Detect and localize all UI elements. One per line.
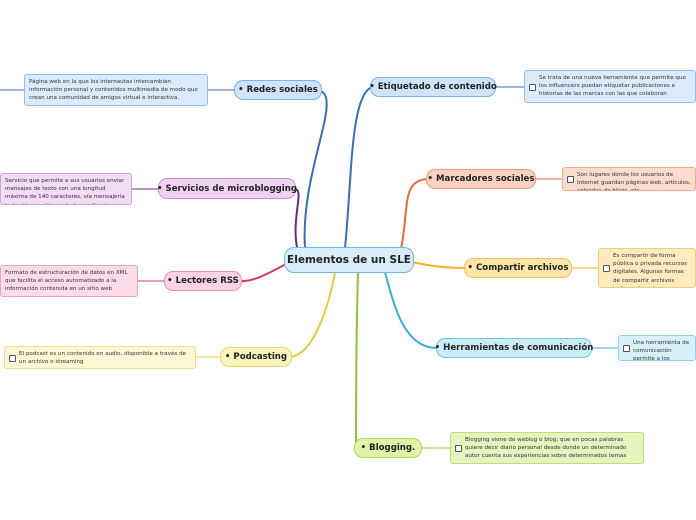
note-compartir-archivos: Es compartir de forma pública o privada … [598, 248, 696, 288]
connector-herramientas [384, 271, 437, 349]
branch-label: • Compartir archivos [467, 263, 569, 273]
note-servicios-microblogging: Servicio que permite a sus usuarios envi… [0, 173, 132, 205]
branch-label: • Redes sociales [238, 85, 318, 95]
branch-compartir-archivos[interactable]: • Compartir archivos [464, 258, 572, 278]
note-text: El podcast es un contenido en audio, dis… [19, 351, 187, 366]
connector-podcasting [289, 271, 336, 358]
note-lectores-rss: Formato de estructuración de datos en XM… [0, 265, 138, 297]
note-herramientas-comunicacion: Una herramienta de comunicación permite … [618, 335, 696, 361]
branch-label: • Servicios de microblogging [157, 183, 297, 194]
note-redes-sociales: Página web en la que los internautas int… [24, 74, 208, 106]
connector-redes-sociales [303, 89, 328, 249]
connector-marcadores [399, 178, 429, 255]
checkbox-icon[interactable] [623, 345, 630, 352]
connector-microblogging [294, 188, 300, 253]
note-text: Una herramienta de comunicación permite … [633, 340, 690, 361]
branch-herramientas-comunicacion[interactable]: • Herramientas de comunicación [434, 338, 594, 358]
branch-label: • Etiquetado de contenido [369, 82, 497, 92]
checkbox-icon[interactable] [455, 445, 462, 452]
branch-label: • Marcadores sociales [427, 174, 535, 184]
checkbox-icon[interactable] [9, 354, 16, 362]
note-text: Se trata de una nueva herramienta que pe… [539, 75, 686, 98]
checkbox-icon[interactable] [529, 83, 536, 91]
branch-blogging[interactable]: • Blogging. [354, 438, 422, 458]
note-etiquetado-contenido: Se trata de una nueva herramienta que pe… [524, 70, 696, 103]
note-podcasting: El podcast es un contenido en audio, dis… [4, 346, 196, 369]
branch-label: • Podcasting [224, 352, 288, 362]
connector-lectores-rss [239, 261, 291, 283]
note-marcadores-sociales: Son lugares donde los usuarios de Intern… [562, 167, 696, 191]
central-topic[interactable]: Elementos de un SLE [284, 247, 414, 273]
branch-label: • Herramientas de comunicación [434, 343, 594, 353]
branch-label: • Lectores RSS [167, 276, 239, 286]
central-topic-label: Elementos de un SLE [287, 254, 411, 266]
note-text: Página web en la que los internautas int… [29, 79, 198, 102]
note-text: Son lugares donde los usuarios de Intern… [577, 172, 691, 190]
checkbox-icon[interactable] [603, 265, 610, 272]
note-text: Blogging viene de weblog o blog, que en … [465, 437, 627, 460]
note-blogging: Blogging viene de weblog o blog, que en … [450, 432, 644, 464]
checkbox-icon[interactable] [567, 176, 574, 183]
connector-blogging [355, 271, 359, 449]
branch-label: • Blogging. [360, 443, 416, 453]
branch-etiquetado-contenido[interactable]: • Etiquetado de contenido [369, 77, 497, 97]
branch-marcadores-sociales[interactable]: • Marcadores sociales [426, 169, 536, 189]
connector-etiquetado [344, 86, 373, 249]
note-text: Servicio que permite a sus usuarios envi… [5, 178, 125, 204]
branch-podcasting[interactable]: • Podcasting [220, 347, 292, 367]
branch-redes-sociales[interactable]: • Redes sociales [234, 80, 322, 100]
note-text: Formato de estructuración de datos en XM… [5, 270, 128, 293]
note-text: Es compartir de forma pública o privada … [613, 253, 687, 287]
connector-compartir [411, 261, 467, 269]
branch-lectores-rss[interactable]: • Lectores RSS [164, 271, 242, 291]
branch-servicios-microblogging[interactable]: • Servicios de microblogging [157, 178, 297, 199]
